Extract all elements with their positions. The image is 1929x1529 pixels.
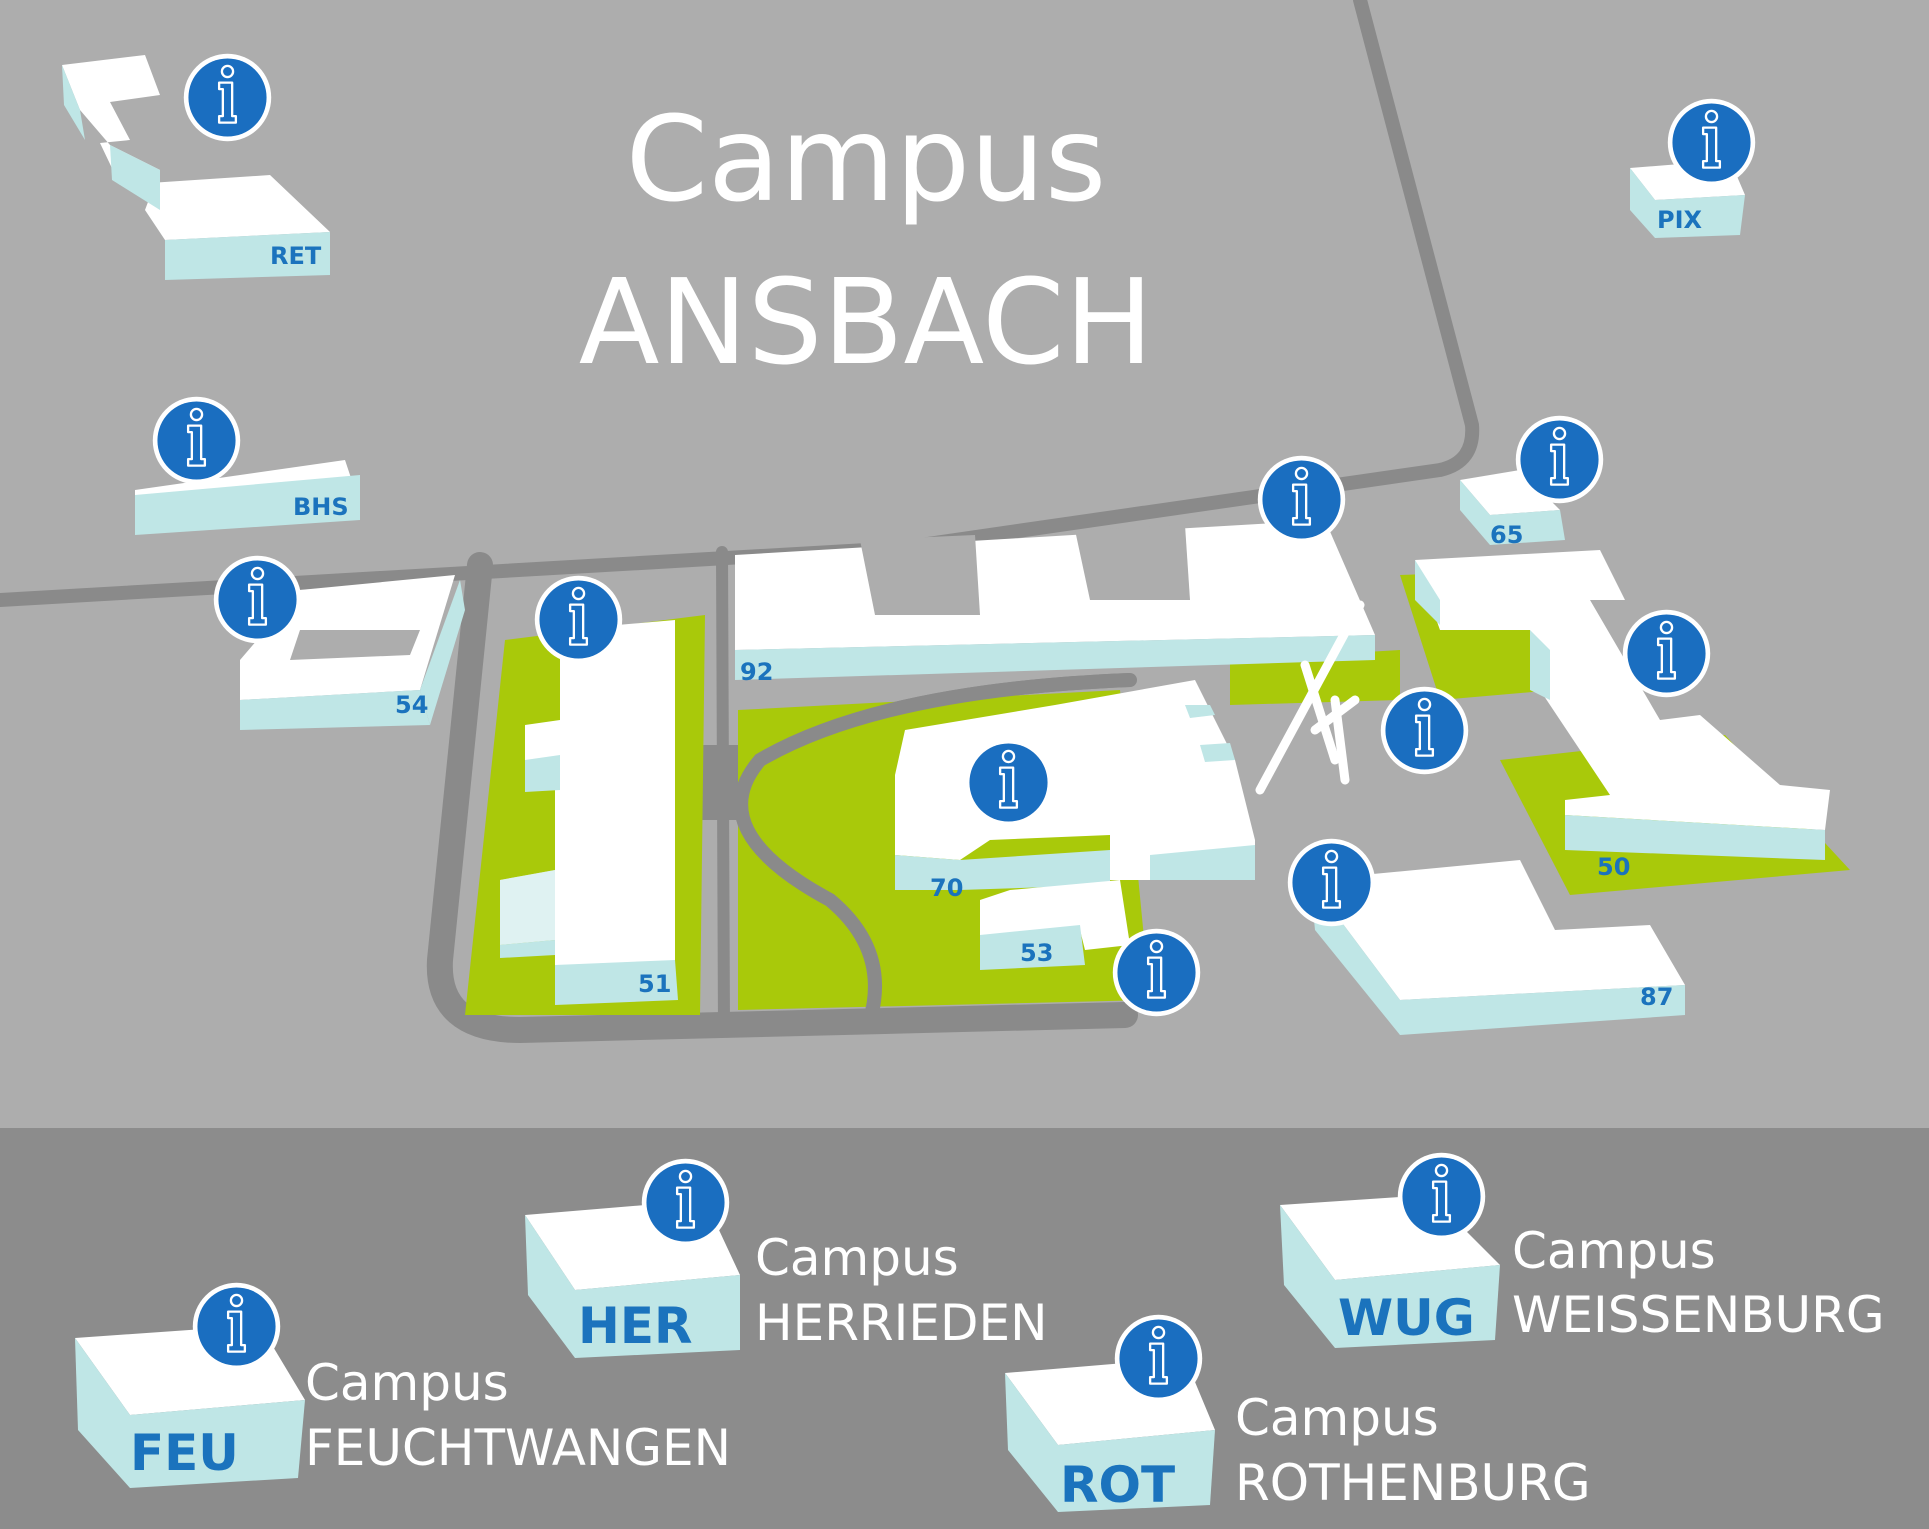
building-labels: RET PIX BHS 54 92 65 51 70 53 50 87 [270,206,1703,1011]
info-icon[interactable] [1286,837,1377,928]
campus-rothenburg[interactable]: ROT Campus ROTHENBURG [1005,1313,1591,1514]
campus-name-rot-line-2: ROTHENBURG [1235,1454,1591,1512]
campus-name-rot-line-1: Campus [1235,1389,1439,1447]
building-50 [1415,550,1830,860]
campus-herrieden[interactable]: HER Campus HERRIEDEN [525,1157,1048,1358]
campus-name-feu-line-1: Campus [305,1354,509,1412]
building-92 [735,520,1375,680]
building-65 [1460,470,1565,545]
info-icon[interactable] [212,554,303,645]
campus-path-overlay [734,673,1131,1022]
buildings [62,55,1830,1035]
building-53 [980,880,1130,970]
info-icon[interactable] [533,574,624,665]
building-label-87: 87 [1640,983,1673,1011]
campus-code-her: HER [578,1297,693,1355]
building-label-51: 51 [638,970,671,998]
building-ret [62,55,330,280]
building-51 [500,620,678,1005]
building-label-bhs: BHS [293,493,349,521]
campus-code-feu: FEU [130,1424,239,1482]
sculpture [1255,600,1365,795]
building-label-53: 53 [1020,939,1053,967]
building-label-70: 70 [930,874,963,902]
building-label-54: 54 [395,691,428,719]
title-line-2: ANSBACH [579,253,1154,391]
building-70 [895,680,1255,890]
info-icon[interactable] [151,395,242,486]
info-icon[interactable] [963,737,1054,828]
info-icon[interactable] [1514,414,1605,505]
campus-code-wug: WUG [1338,1289,1475,1347]
info-icon[interactable] [1111,927,1202,1018]
info-icon[interactable] [1256,454,1347,545]
campus-name-feu-line-2: FEUCHTWANGEN [305,1419,731,1477]
campus-name-her-line-2: HERRIEDEN [755,1294,1048,1352]
info-icon[interactable] [1379,685,1470,776]
building-label-ret: RET [270,242,322,270]
lawn-92-east [1230,650,1400,705]
info-icon[interactable] [191,1281,282,1372]
campus-name-wug-line-1: Campus [1512,1222,1716,1280]
map-title: Campus ANSBACH [579,90,1154,391]
building-label-65: 65 [1490,521,1523,549]
info-icon[interactable] [1621,608,1712,699]
campus-name-her-line-1: Campus [755,1229,959,1287]
ring-road [426,552,1138,1043]
other-campuses-band [0,1128,1929,1529]
campus-weissenburg[interactable]: WUG Campus WEISSENBURG [1280,1151,1885,1348]
campus-code-rot: ROT [1060,1456,1175,1514]
main-road [0,0,1480,607]
info-icon[interactable] [1396,1151,1487,1242]
info-icon[interactable] [1666,97,1757,188]
title-line-1: Campus [626,90,1107,228]
campus-name-wug-line-2: WEISSENBURG [1512,1286,1885,1344]
building-bhs [135,460,360,535]
building-label-pix: PIX [1657,206,1703,234]
info-icon[interactable] [182,52,273,143]
info-icon[interactable] [1113,1313,1204,1404]
campus-feuchtwangen[interactable]: FEU Campus FEUCHTWANGEN [75,1281,731,1488]
info-icon[interactable] [640,1157,731,1248]
building-label-92: 92 [740,658,773,686]
building-label-50: 50 [1597,853,1630,881]
